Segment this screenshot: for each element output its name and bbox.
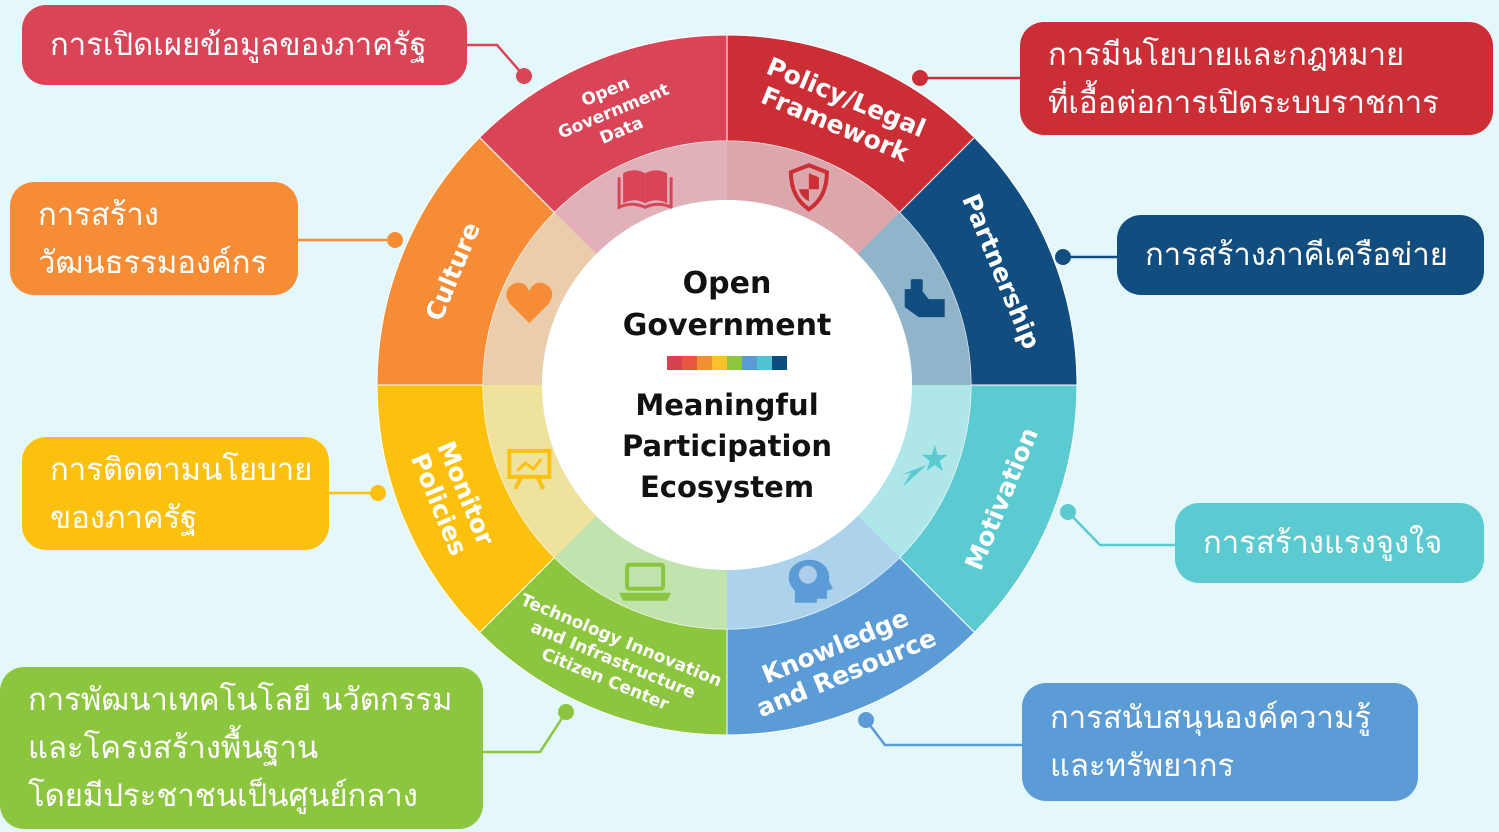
color-stripe-block [712, 356, 727, 370]
color-stripe-block [682, 356, 697, 370]
connector-line [483, 711, 568, 754]
color-stripe-block [772, 356, 787, 370]
segment-technology-innovation: Technology Innovationand InfrastructureC… [478, 515, 728, 736]
connector-dot [516, 68, 532, 84]
connector-line [865, 719, 1022, 747]
shield-icon [788, 163, 829, 212]
center-disc [542, 200, 912, 570]
connector-line [467, 43, 525, 77]
callout-technology-line-3: โดยมีประชาชนเป็นศูนย์กลาง [28, 778, 418, 814]
heart-icon [506, 282, 553, 324]
segment-culture-outer [376, 136, 556, 386]
segment-monitor-policies-inner [483, 385, 597, 558]
callout-monitor: การติดตามนโยบายของภาครัฐ [22, 437, 329, 550]
connector-line [1067, 511, 1175, 547]
callout-technology: การพัฒนาเทคโนโลยี นวัตกรรมและโครงสร้างพื… [0, 667, 483, 829]
book-icon [617, 170, 673, 210]
callout-knowledge: การสนับสนุนองค์ความรู้และทรัพยากร [1022, 683, 1418, 801]
center-subtitle-line-3: Ecosystem [640, 470, 814, 504]
callout-open-data: การเปิดเผยข้อมูลของภาครัฐ [22, 5, 467, 85]
callout-policy-line-1: การมีนโยบายและกฎหมาย [1048, 36, 1405, 73]
color-stripe-block [697, 356, 712, 370]
connector-dot [387, 232, 403, 248]
callout-motivation: การสร้างแรงจูงใจ [1175, 503, 1484, 583]
callout-open-data-line-1: การเปิดเผยข้อมูลของภาครัฐ [50, 27, 427, 63]
callout-culture: การสร้างวัฒนธรรมองค์กร [10, 182, 298, 295]
segment-icons [506, 163, 948, 603]
segment-policy-legal-framework-inner [727, 141, 900, 255]
center-title-line-1: Open [683, 266, 772, 301]
connector-dot [1060, 504, 1076, 520]
color-stripe-block [667, 356, 682, 370]
callout-knowledge-line-2: และทรัพยากร [1050, 748, 1235, 784]
callout-policy-line-2: ที่เอื้อต่อการเปิดระบบราชการ [1048, 84, 1439, 121]
connector-dot [912, 70, 928, 86]
center-subtitle-line-1: Meaningful [635, 388, 818, 422]
callout-culture-line-2: วัฒนธรรมองค์กร [38, 244, 268, 281]
callout-policy: การมีนโยบายและกฎหมายที่เอื้อต่อการเปิดระ… [1020, 22, 1493, 135]
connector-dot [858, 712, 874, 728]
connector-dot [370, 485, 386, 501]
callout-technology-line-1: การพัฒนาเทคโนโลยี นวัตกรรม [28, 682, 453, 718]
monitor-chart-icon [507, 448, 552, 490]
callout-partnership: การสร้างภาคีเครือข่าย [1117, 215, 1484, 295]
callout-partnership-line-1: การสร้างภาคีเครือข่าย [1145, 237, 1448, 273]
color-stripe-block [727, 356, 742, 370]
brain-head-icon [788, 559, 833, 603]
color-stripe-block [742, 356, 757, 370]
callout-monitor-line-2: ของภาครัฐ [50, 499, 198, 536]
callout-motivation-line-1: การสร้างแรงจูงใจ [1203, 525, 1443, 561]
connector-dot [1055, 249, 1071, 265]
center-title-line-2: Government [623, 308, 832, 343]
callout-knowledge-line-1: การสนับสนุนองค์ความรู้ [1050, 700, 1372, 736]
shooting-star-icon [900, 444, 948, 487]
callout-culture-line-1: การสร้าง [38, 196, 159, 233]
callout-monitor-line-1: การติดตามนโยบาย [50, 451, 313, 488]
connector-dot [558, 704, 574, 720]
segment-monitor-policies: MonitorPolicies [376, 384, 597, 634]
segment-policy-legal-framework: Policy/LegalFramework [726, 34, 976, 255]
laptop-icon [619, 562, 672, 601]
callout-technology-line-2: และโครงสร้างพื้นฐาน [28, 730, 319, 766]
center-subtitle-line-2: Participation [622, 429, 832, 463]
segment-technology-innovation-inner [554, 515, 727, 629]
color-stripe-block [757, 356, 772, 370]
handshake-icon [904, 279, 945, 318]
